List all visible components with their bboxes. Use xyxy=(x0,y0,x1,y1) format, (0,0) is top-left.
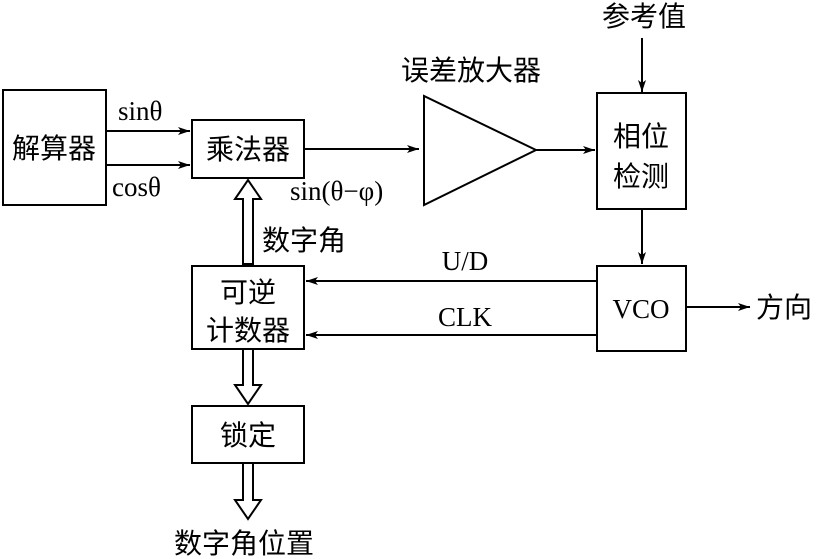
sin-diff-label: sin(θ−φ) xyxy=(290,176,383,206)
digital-angle-bus-arrow xyxy=(233,178,263,265)
vco-block: VCO xyxy=(596,265,687,352)
digital-angle-position-label: 数字角位置 xyxy=(174,527,314,559)
latch-block: 锁定 xyxy=(191,405,305,464)
phase-detector-label-2: 检测 xyxy=(613,160,669,193)
resolver-block: 解算器 xyxy=(2,89,107,206)
latch-output-bus-arrow xyxy=(233,462,263,521)
error-amplifier-label: 误差放大器 xyxy=(401,54,541,87)
multiplier-label: 乘法器 xyxy=(206,133,290,166)
counter-label-2: 计数器 xyxy=(206,314,290,347)
counter-to-latch-bus-arrow xyxy=(233,348,263,406)
digital-angle-label: 数字角 xyxy=(262,224,346,257)
reference-label: 参考值 xyxy=(602,0,686,33)
phase-detector-label-1: 相位 xyxy=(613,120,669,153)
resolver-label: 解算器 xyxy=(12,132,96,165)
direction-label: 方向 xyxy=(756,291,812,324)
multiplier-block: 乘法器 xyxy=(191,119,305,179)
sin-theta-label: sinθ xyxy=(118,96,162,126)
clk-label: CLK xyxy=(438,302,493,332)
phase-detector-block: 相位 检测 xyxy=(596,92,687,210)
counter-block: 可逆 计数器 xyxy=(191,265,305,350)
cos-theta-label: cosθ xyxy=(112,172,161,202)
latch-label: 锁定 xyxy=(220,419,276,452)
vco-label: VCO xyxy=(612,294,669,324)
error-amplifier: 误差放大器 xyxy=(401,54,541,207)
counter-label-1: 可逆 xyxy=(220,276,276,309)
up-down-label: U/D xyxy=(442,246,489,276)
